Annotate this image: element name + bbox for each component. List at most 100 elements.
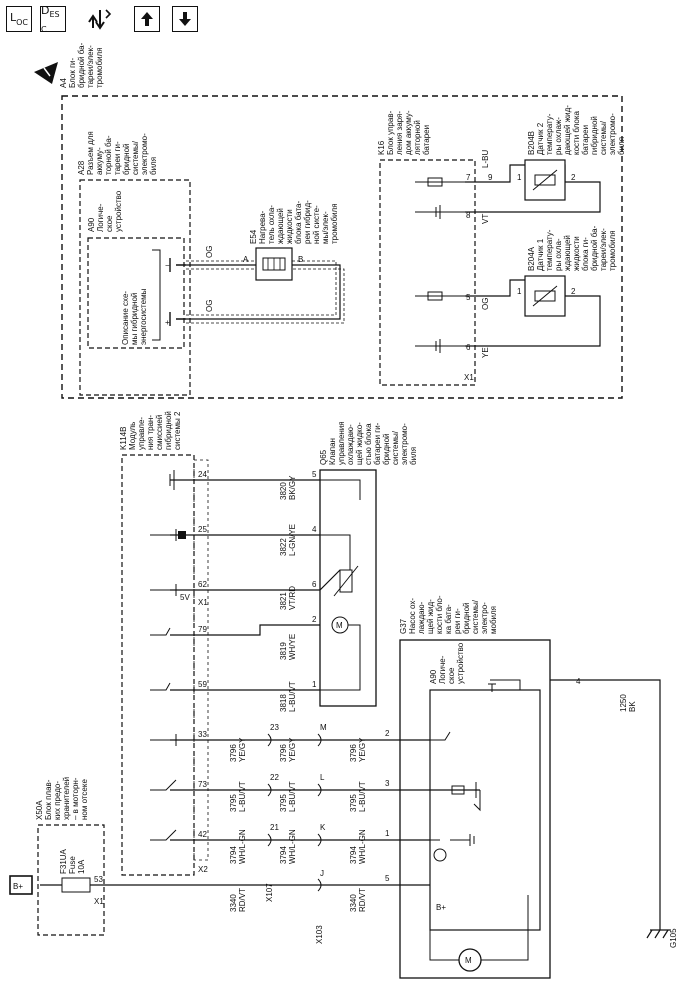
b204b-pin-1: 1: [517, 173, 522, 182]
svg-text:тромобиля: тромобиля: [95, 47, 104, 88]
svg-text:реи гибрид-: реи гибрид-: [303, 200, 312, 244]
wiring-diagram: A4 Блок ги- бридной ба- тареи/элек- тром…: [9, 42, 678, 979]
pin-b: B: [298, 255, 303, 264]
svg-text:3340: 3340: [229, 894, 238, 912]
pump-motor: [458, 948, 482, 972]
svg-text:G37: G37: [399, 618, 408, 634]
svg-text:WH/L-GN: WH/L-GN: [358, 829, 367, 864]
x107-label: X107: [265, 883, 274, 902]
svg-text:хранителей: хранителей: [62, 777, 71, 820]
scroll-down-button[interactable]: [172, 6, 198, 32]
svg-text:электро-: электро-: [480, 602, 489, 634]
svg-text:тромобиля: тромобиля: [330, 203, 339, 244]
q65-internal: M: [320, 479, 361, 691]
svg-text:Логиче-: Логиче-: [96, 203, 105, 232]
svg-text:системы/: системы/: [471, 599, 480, 634]
svg-text:ждающей: ждающей: [563, 235, 572, 271]
svg-text:3794: 3794: [279, 846, 288, 864]
svg-text:ка бата-: ка бата-: [444, 604, 453, 634]
esd-warning-icon: [34, 62, 58, 84]
svg-text:электромо-: электромо-: [140, 133, 149, 175]
svg-text:VT/RD: VT/RD: [288, 586, 297, 610]
description-button[interactable]: DESC: [40, 4, 66, 34]
svg-text:ления заря-: ления заря-: [395, 111, 404, 155]
svg-text:системы/: системы/: [391, 430, 400, 465]
svg-text:Q65: Q65: [319, 449, 328, 465]
fuse-label: F31UA Fuse 10A: [59, 848, 86, 874]
svg-text:ры охлаж-: ры охлаж-: [554, 117, 563, 155]
g37-label: G37 Насос ох- лаждаю- щей жид- кости бло…: [399, 595, 498, 634]
voltage-5v: 5V: [180, 593, 190, 602]
svg-text:батареи ги-: батареи ги-: [373, 422, 382, 465]
pump-circuit-wires: [40, 739, 480, 886]
location-button[interactable]: LOC: [6, 6, 32, 32]
k16-connector-x1: X1: [464, 373, 474, 382]
svg-text:RD/VT: RD/VT: [238, 888, 247, 912]
svg-text:YE/GY: YE/GY: [238, 737, 247, 762]
svg-text:биля: биля: [617, 137, 626, 155]
g37-pin-2: 2: [385, 729, 390, 738]
svg-text:Описание схе-: Описание схе-: [121, 291, 130, 345]
k114b-pin-79: 79: [198, 625, 207, 634]
svg-text:бридной ба-: бридной ба-: [590, 225, 599, 271]
k16-internal: [415, 177, 465, 353]
svg-text:F31UA: F31UA: [59, 848, 68, 874]
circuit-flow-button[interactable]: [86, 6, 112, 32]
location-label: LOC: [9, 11, 29, 27]
e54-label: E54 Нагрева- тель охла- ждающей жидкости…: [249, 200, 339, 244]
svg-text:A4: A4: [59, 78, 68, 88]
svg-text:тель охла-: тель охла-: [267, 205, 276, 244]
svg-text:Датчик 1: Датчик 1: [536, 238, 545, 271]
wire-lbu: L-BU: [481, 150, 490, 168]
x50a-fuse-box: [37, 824, 105, 936]
battery-plus-label: B+: [13, 882, 23, 891]
svg-text:ры охла-: ры охла-: [554, 238, 563, 271]
f31ua-fuse: [61, 877, 91, 893]
g37-pin-5: 5: [385, 874, 390, 883]
q65-pin-6: 6: [312, 580, 317, 589]
wire-ye: YE: [481, 347, 490, 358]
svg-text:дающей жид-: дающей жид-: [563, 105, 572, 155]
svg-text:L-BU/VT: L-BU/VT: [358, 781, 367, 812]
svg-text:мы/элек-: мы/элек-: [321, 211, 330, 244]
svg-text:ляторной: ляторной: [413, 120, 422, 155]
b204a-pin-2: 2: [571, 287, 576, 296]
svg-text:YE/GY: YE/GY: [358, 737, 367, 762]
arrow-up-icon: [141, 12, 153, 26]
svg-text:тареи ги-: тареи ги-: [113, 141, 122, 175]
svg-text:жидкости: жидкости: [285, 209, 294, 244]
svg-text:устройство: устройство: [456, 642, 465, 684]
x103-connector: [317, 733, 322, 892]
svg-text:WH/L-GN: WH/L-GN: [288, 829, 297, 864]
q65-pin-2: 2: [312, 615, 317, 624]
b204a-pin-1: 1: [517, 287, 522, 296]
svg-text:бридной: бридной: [462, 602, 471, 634]
svg-text:электромо-: электромо-: [400, 423, 409, 465]
svg-text:управле-: управле-: [137, 417, 146, 450]
g37-pin-4: 4: [576, 677, 581, 686]
svg-text:температу-: температу-: [545, 229, 554, 271]
svg-text:мы гибридной: мы гибридной: [130, 293, 139, 345]
a90-bottom-internal: [429, 679, 529, 961]
wire-og-2: OG: [205, 300, 214, 312]
scroll-up-button[interactable]: [134, 6, 160, 32]
svg-text:K16: K16: [377, 140, 386, 155]
svg-text:бридной ба-: бридной ба-: [77, 42, 86, 88]
svg-text:1250: 1250: [619, 694, 628, 712]
svg-text:Логиче-: Логиче-: [438, 655, 447, 684]
x107-pin-22: 22: [270, 773, 279, 782]
k114b-internal: [150, 470, 186, 841]
q65-pin-1: 1: [312, 680, 317, 689]
svg-text:ское: ское: [105, 215, 114, 232]
svg-text:системы/: системы/: [599, 120, 608, 155]
